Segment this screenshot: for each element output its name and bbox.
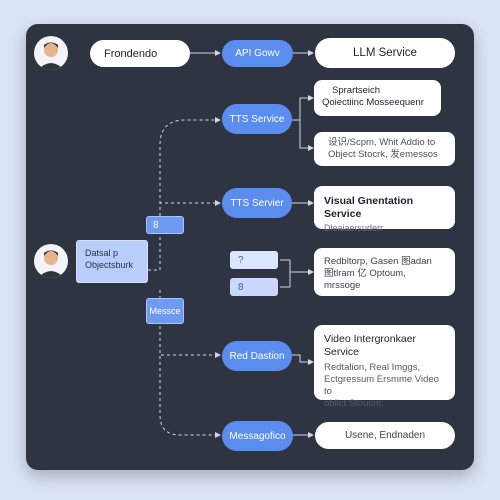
- frontend-node[interactable]: Frondendo: [90, 40, 190, 67]
- llm-response-card[interactable]: Sprartseich Qoiectiinc Mosseequenr: [314, 80, 441, 116]
- edge-q-redbutorp: [280, 259, 314, 275]
- edge-trunk-tts: [159, 117, 221, 270]
- person-icon: [38, 42, 64, 70]
- edge-8-redbutorp: [280, 272, 291, 288]
- card-line: Qoiectiinc Mosseequenr: [322, 96, 424, 108]
- llm-service-node[interactable]: LLM Service: [315, 38, 455, 68]
- detail-line: Datsal p: [85, 248, 119, 258]
- edge-tts-output: [290, 119, 314, 151]
- detail-line: Objectsburk: [85, 260, 134, 271]
- card-title: Visual Gnentation Service: [324, 195, 414, 221]
- card-subtitle: Dleaiaersuderr: [324, 223, 384, 234]
- tts-service-2-node[interactable]: TTS Servier: [222, 188, 292, 218]
- user-avatar-top: [34, 36, 68, 70]
- message-box[interactable]: Messce: [146, 298, 184, 324]
- redbutorp-card[interactable]: Redbltorp, Gasen 图adan 图tlram 亿 Optoum, …: [314, 248, 455, 296]
- user-avatar-left: [34, 244, 68, 278]
- card-title: Video Intergronkaer Service: [324, 333, 417, 359]
- badge-8-top[interactable]: 8: [146, 216, 184, 234]
- edge-trunk-red: [159, 290, 221, 358]
- card-line: Sprartseich: [332, 85, 381, 96]
- edge-tts-llmresp: [290, 95, 314, 121]
- card-line: 图tlram 亿 Optoum,: [324, 267, 406, 279]
- card-line: 设识/Scpm, Whit Addio to: [328, 137, 436, 148]
- person-icon: [38, 250, 64, 278]
- red-dashboard-node[interactable]: Red Dastion: [222, 341, 292, 371]
- badge-8-box[interactable]: 8: [230, 278, 278, 296]
- tts-output-card[interactable]: 设识/Scpm, Whit Addio to Object Stocrk, 发e…: [314, 132, 455, 166]
- messagofico-node[interactable]: Messagofico: [222, 421, 293, 451]
- detail-box[interactable]: Datsal p Objectsburk: [76, 240, 148, 283]
- card-line: Redbltorp, Gasen 图adan: [324, 256, 432, 267]
- card-line: Redtalion, Real Imggs,: [324, 362, 421, 374]
- api-gateway-node[interactable]: API Gowv: [222, 40, 293, 67]
- edge-trunk-messagofico: [159, 290, 221, 438]
- tts-service-node[interactable]: TTS Service: [222, 104, 292, 134]
- edge-trunk-tts2: [159, 200, 221, 270]
- card-line: oblict Stoucm,: [324, 397, 384, 409]
- card-line: Ectgressum Ersmme Video to: [324, 374, 439, 397]
- edge-red-video: [290, 354, 314, 365]
- video-integration-card[interactable]: Video Intergronkaer Service Redtalion, R…: [314, 325, 455, 409]
- card-line: Object Stocrk, 发emessos: [328, 148, 438, 160]
- visual-generation-card[interactable]: Visual Gnentation Service Dleaiaersuderr: [314, 186, 455, 233]
- question-box[interactable]: ?: [230, 251, 278, 269]
- users-endnaden-node[interactable]: Usene, Endnaden: [315, 422, 455, 449]
- card-line: mrssoge: [324, 279, 361, 291]
